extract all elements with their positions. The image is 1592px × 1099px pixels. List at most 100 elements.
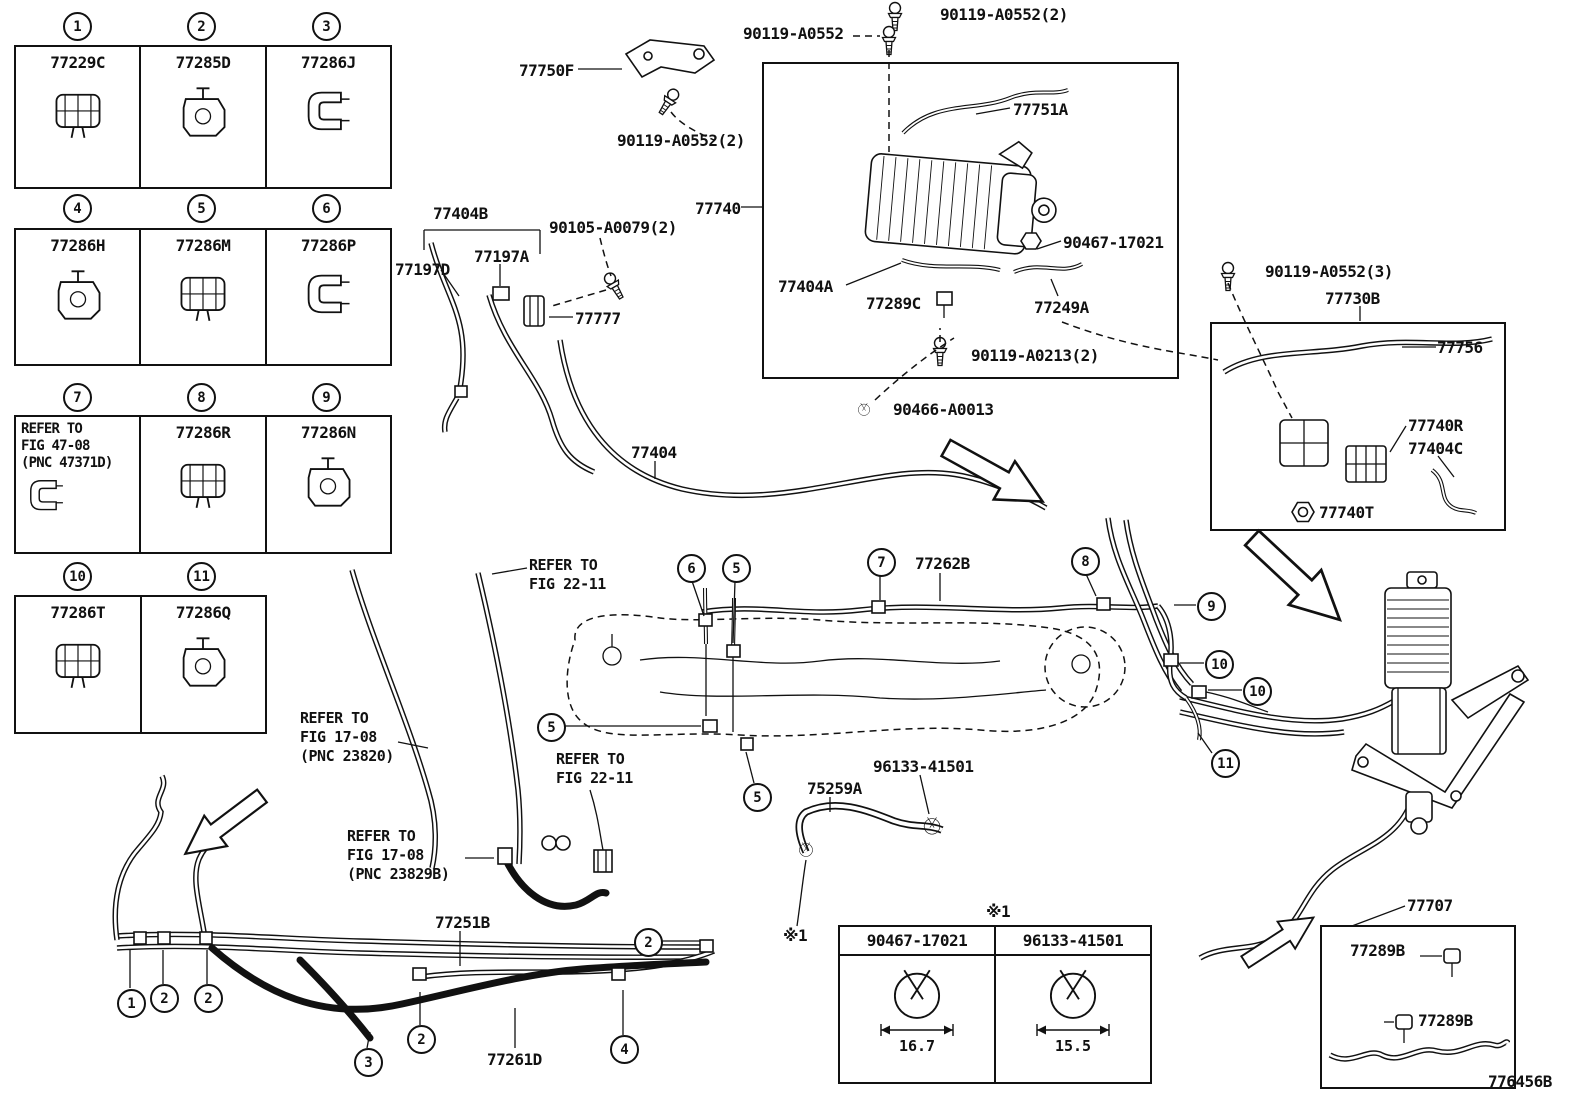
callout-11: 11: [187, 562, 216, 591]
callout-6: 6: [312, 194, 341, 223]
part-label-77261D: 77261D: [487, 1050, 542, 1069]
bracket-77750F: [624, 39, 716, 79]
clip-icon: [308, 457, 351, 507]
clip-table-3: REFER TO FIG 47-08 (PNC 47371D) 77286R 7…: [14, 415, 392, 554]
part-number: 77286M: [175, 236, 231, 255]
ref-note-fig22-11-a: REFER TO FIG 22-11: [529, 556, 606, 594]
canister-fittings: [858, 232, 1042, 416]
part-number: 77229C: [50, 53, 106, 72]
note-line: FIG 17-08: [300, 728, 377, 746]
callout-6-diagram: 6: [677, 554, 706, 583]
clip-icon: [182, 637, 226, 687]
clip-icon: [308, 274, 351, 314]
clip-table-2: 77286H 77286M 77286P: [14, 228, 392, 366]
note-line: REFER TO: [529, 556, 598, 574]
callout-7: 7: [63, 383, 92, 412]
note-line: (PNC 23829B): [347, 865, 450, 883]
callout-2a-diagram: 2: [634, 928, 663, 957]
callout-5b-diagram: 5: [537, 713, 566, 742]
part-label-77404A: 77404A: [778, 277, 833, 296]
note-line: REFER TO: [556, 750, 625, 768]
clamp-header-1: 90467-17021: [840, 927, 996, 954]
clip-icon: [180, 276, 226, 322]
clip-icon: [180, 463, 226, 509]
callout-3: 3: [312, 12, 341, 41]
clamp-dimension-table: 90467-17021 96133-41501 16.7: [838, 925, 1152, 1084]
callout-5c-diagram: 5: [743, 783, 772, 812]
clip-icon: [55, 643, 101, 689]
clip-table-4: 77286T 77286Q: [14, 595, 267, 734]
clip-cell: 77285D: [141, 47, 267, 187]
note-line: FIG 47-08: [21, 438, 90, 454]
part-number: 77286J: [300, 53, 356, 72]
clip-icon: [308, 91, 351, 131]
callout-4-diagram: 4: [610, 1035, 639, 1064]
callout-8: 8: [187, 383, 216, 412]
note-line: (PNC 23820): [300, 747, 394, 765]
part-label-96133-41501: 96133-41501: [873, 757, 974, 776]
part-label-90467-17021: 90467-17021: [1063, 233, 1164, 252]
dimension-arrow: [880, 1024, 954, 1036]
clip-table-1: 77229C 77285D 77286J: [14, 45, 392, 189]
ref-note-fig17-08-a: REFER TO FIG 17-08 (PNC 23820): [300, 709, 394, 766]
clip-cell: 77286J: [267, 47, 390, 187]
fuel-filter-assembly: [1351, 571, 1530, 835]
bolt-icon: [600, 269, 628, 302]
dimension-value: 15.5: [1054, 1037, 1092, 1055]
callout-2b-diagram: 2: [150, 984, 179, 1013]
pipe-connectors: [133, 385, 1207, 981]
part-label-77751A: 77751A: [1013, 100, 1068, 119]
part-label-77740R: 77740R: [1408, 416, 1463, 435]
part-number: 77286Q: [175, 603, 231, 622]
note-line: REFER TO: [347, 827, 416, 845]
refer-note: REFER TO FIG 47-08 (PNC 47371D): [16, 417, 113, 472]
callout-2d-diagram: 2: [407, 1025, 436, 1054]
clamp-cell-1: 16.7: [840, 956, 996, 1082]
clip-cell: 77286P: [267, 230, 390, 364]
callout-8-diagram: 8: [1071, 547, 1100, 576]
callout-2: 2: [187, 12, 216, 41]
part-label-77756: 77756: [1437, 338, 1483, 357]
dimension-value: 16.7: [898, 1037, 936, 1055]
part-label-77197D: 77197D: [395, 260, 450, 279]
part-label-77251B: 77251B: [435, 913, 490, 932]
part-label-77262B: 77262B: [915, 554, 970, 573]
clip-icon: [182, 87, 226, 137]
part-label-90119-A0552-3: 90119-A0552(3): [1265, 262, 1393, 281]
callout-1: 1: [63, 12, 92, 41]
ref-note-fig17-08-b: REFER TO FIG 17-08 (PNC 23829B): [347, 827, 450, 884]
clip-cell: 77286T: [16, 597, 142, 732]
ref-note-fig22-11-b: REFER TO FIG 22-11: [556, 750, 633, 788]
note-line: FIG 22-11: [556, 769, 633, 787]
part-number: 77286P: [300, 236, 356, 255]
callout-2c-diagram: 2: [194, 984, 223, 1013]
mid-clips: [497, 835, 613, 873]
note-line: FIG 22-11: [529, 575, 606, 593]
bracket-77777: [492, 286, 545, 327]
part-number: 77286T: [50, 603, 106, 622]
clip-cell: REFER TO FIG 47-08 (PNC 47371D): [16, 417, 142, 552]
part-label-75259A: 75259A: [807, 779, 862, 798]
part-number: 77286R: [175, 423, 231, 442]
part-label-77730B: 77730B: [1325, 289, 1380, 308]
clamp-table-header: 90467-17021 96133-41501: [840, 927, 1150, 956]
part-number: 77286H: [50, 236, 106, 255]
ref-mark-above-table: ※1: [986, 902, 1011, 921]
clip-icon: [858, 402, 870, 416]
callout-1-diagram: 1: [117, 989, 146, 1018]
bolt-icon: [654, 85, 683, 118]
leader-lines: [129, 68, 1455, 1049]
callout-4: 4: [63, 194, 92, 223]
part-number: 77286N: [300, 423, 356, 442]
part-label-90119-A0552-2-bracket: 90119-A0552(2): [617, 131, 745, 150]
part-number: 77285D: [175, 53, 231, 72]
part-label-77404B: 77404B: [433, 204, 488, 223]
grommet-tube: [1328, 948, 1510, 1062]
part-label-77289C: 77289C: [866, 294, 921, 313]
part-label-90466-A0013: 90466-A0013: [893, 400, 994, 419]
frame-boxes: [762, 62, 1506, 531]
clip-cell: 77286Q: [142, 597, 266, 732]
part-label-77404: 77404: [631, 443, 677, 462]
part-label-77777: 77777: [575, 309, 621, 328]
part-label-90105-A0079-2: 90105-A0079(2): [549, 218, 677, 237]
